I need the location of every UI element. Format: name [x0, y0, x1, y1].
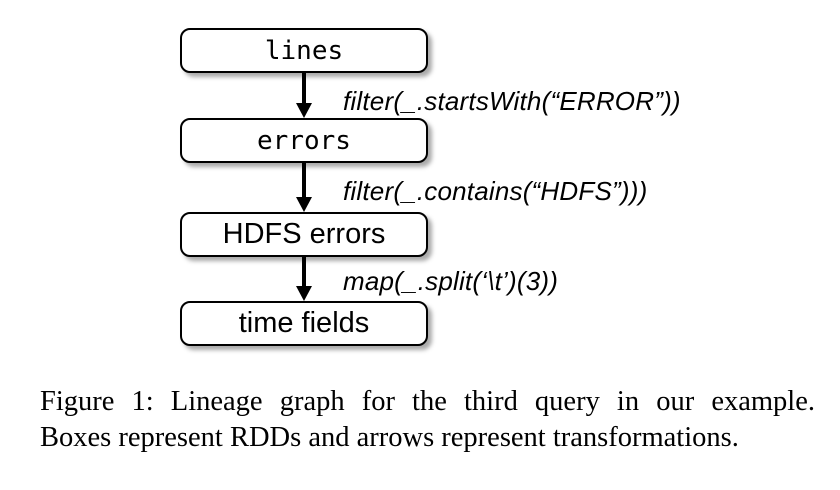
- rdd-node-hdfs-errors-label: HDFS errors: [222, 218, 386, 250]
- rdd-node-hdfs-errors: HDFS errors: [180, 212, 428, 257]
- rdd-node-lines-label: lines: [264, 35, 344, 66]
- figure-caption-line-2: Boxes represent RDDs and arrows represen…: [40, 422, 739, 453]
- arrow-errors-to-hdfs-shaft: [302, 162, 306, 198]
- rdd-node-time-fields-label: time fields: [238, 307, 370, 339]
- transformation-label-filter-startswith: filter(_.startsWith(“ERROR”)): [343, 86, 681, 116]
- rdd-node-errors-label: errors: [257, 125, 351, 156]
- arrow-hdfs-to-timefields-shaft: [302, 256, 306, 287]
- figure-caption: Figure 1: Lineage graph for the third qu…: [40, 384, 815, 456]
- rdd-node-time-fields: time fields: [180, 301, 428, 346]
- rdd-node-errors: errors: [180, 118, 428, 163]
- transformation-label-filter-contains: filter(_.contains(“HDFS”))): [343, 176, 648, 206]
- arrow-down-icon: [296, 286, 312, 301]
- arrow-lines-to-errors-shaft: [302, 71, 306, 104]
- rdd-node-lines: lines: [180, 28, 428, 73]
- figure-caption-line-1: Figure 1: Lineage graph for the third qu…: [40, 386, 815, 417]
- arrow-down-icon: [296, 103, 312, 118]
- transformation-label-map-split: map(_.split(‘\t’)(3)): [343, 266, 559, 296]
- arrow-down-icon: [296, 197, 312, 212]
- lineage-diagram: lines filter(_.startsWith(“ERROR”)) erro…: [180, 28, 681, 346]
